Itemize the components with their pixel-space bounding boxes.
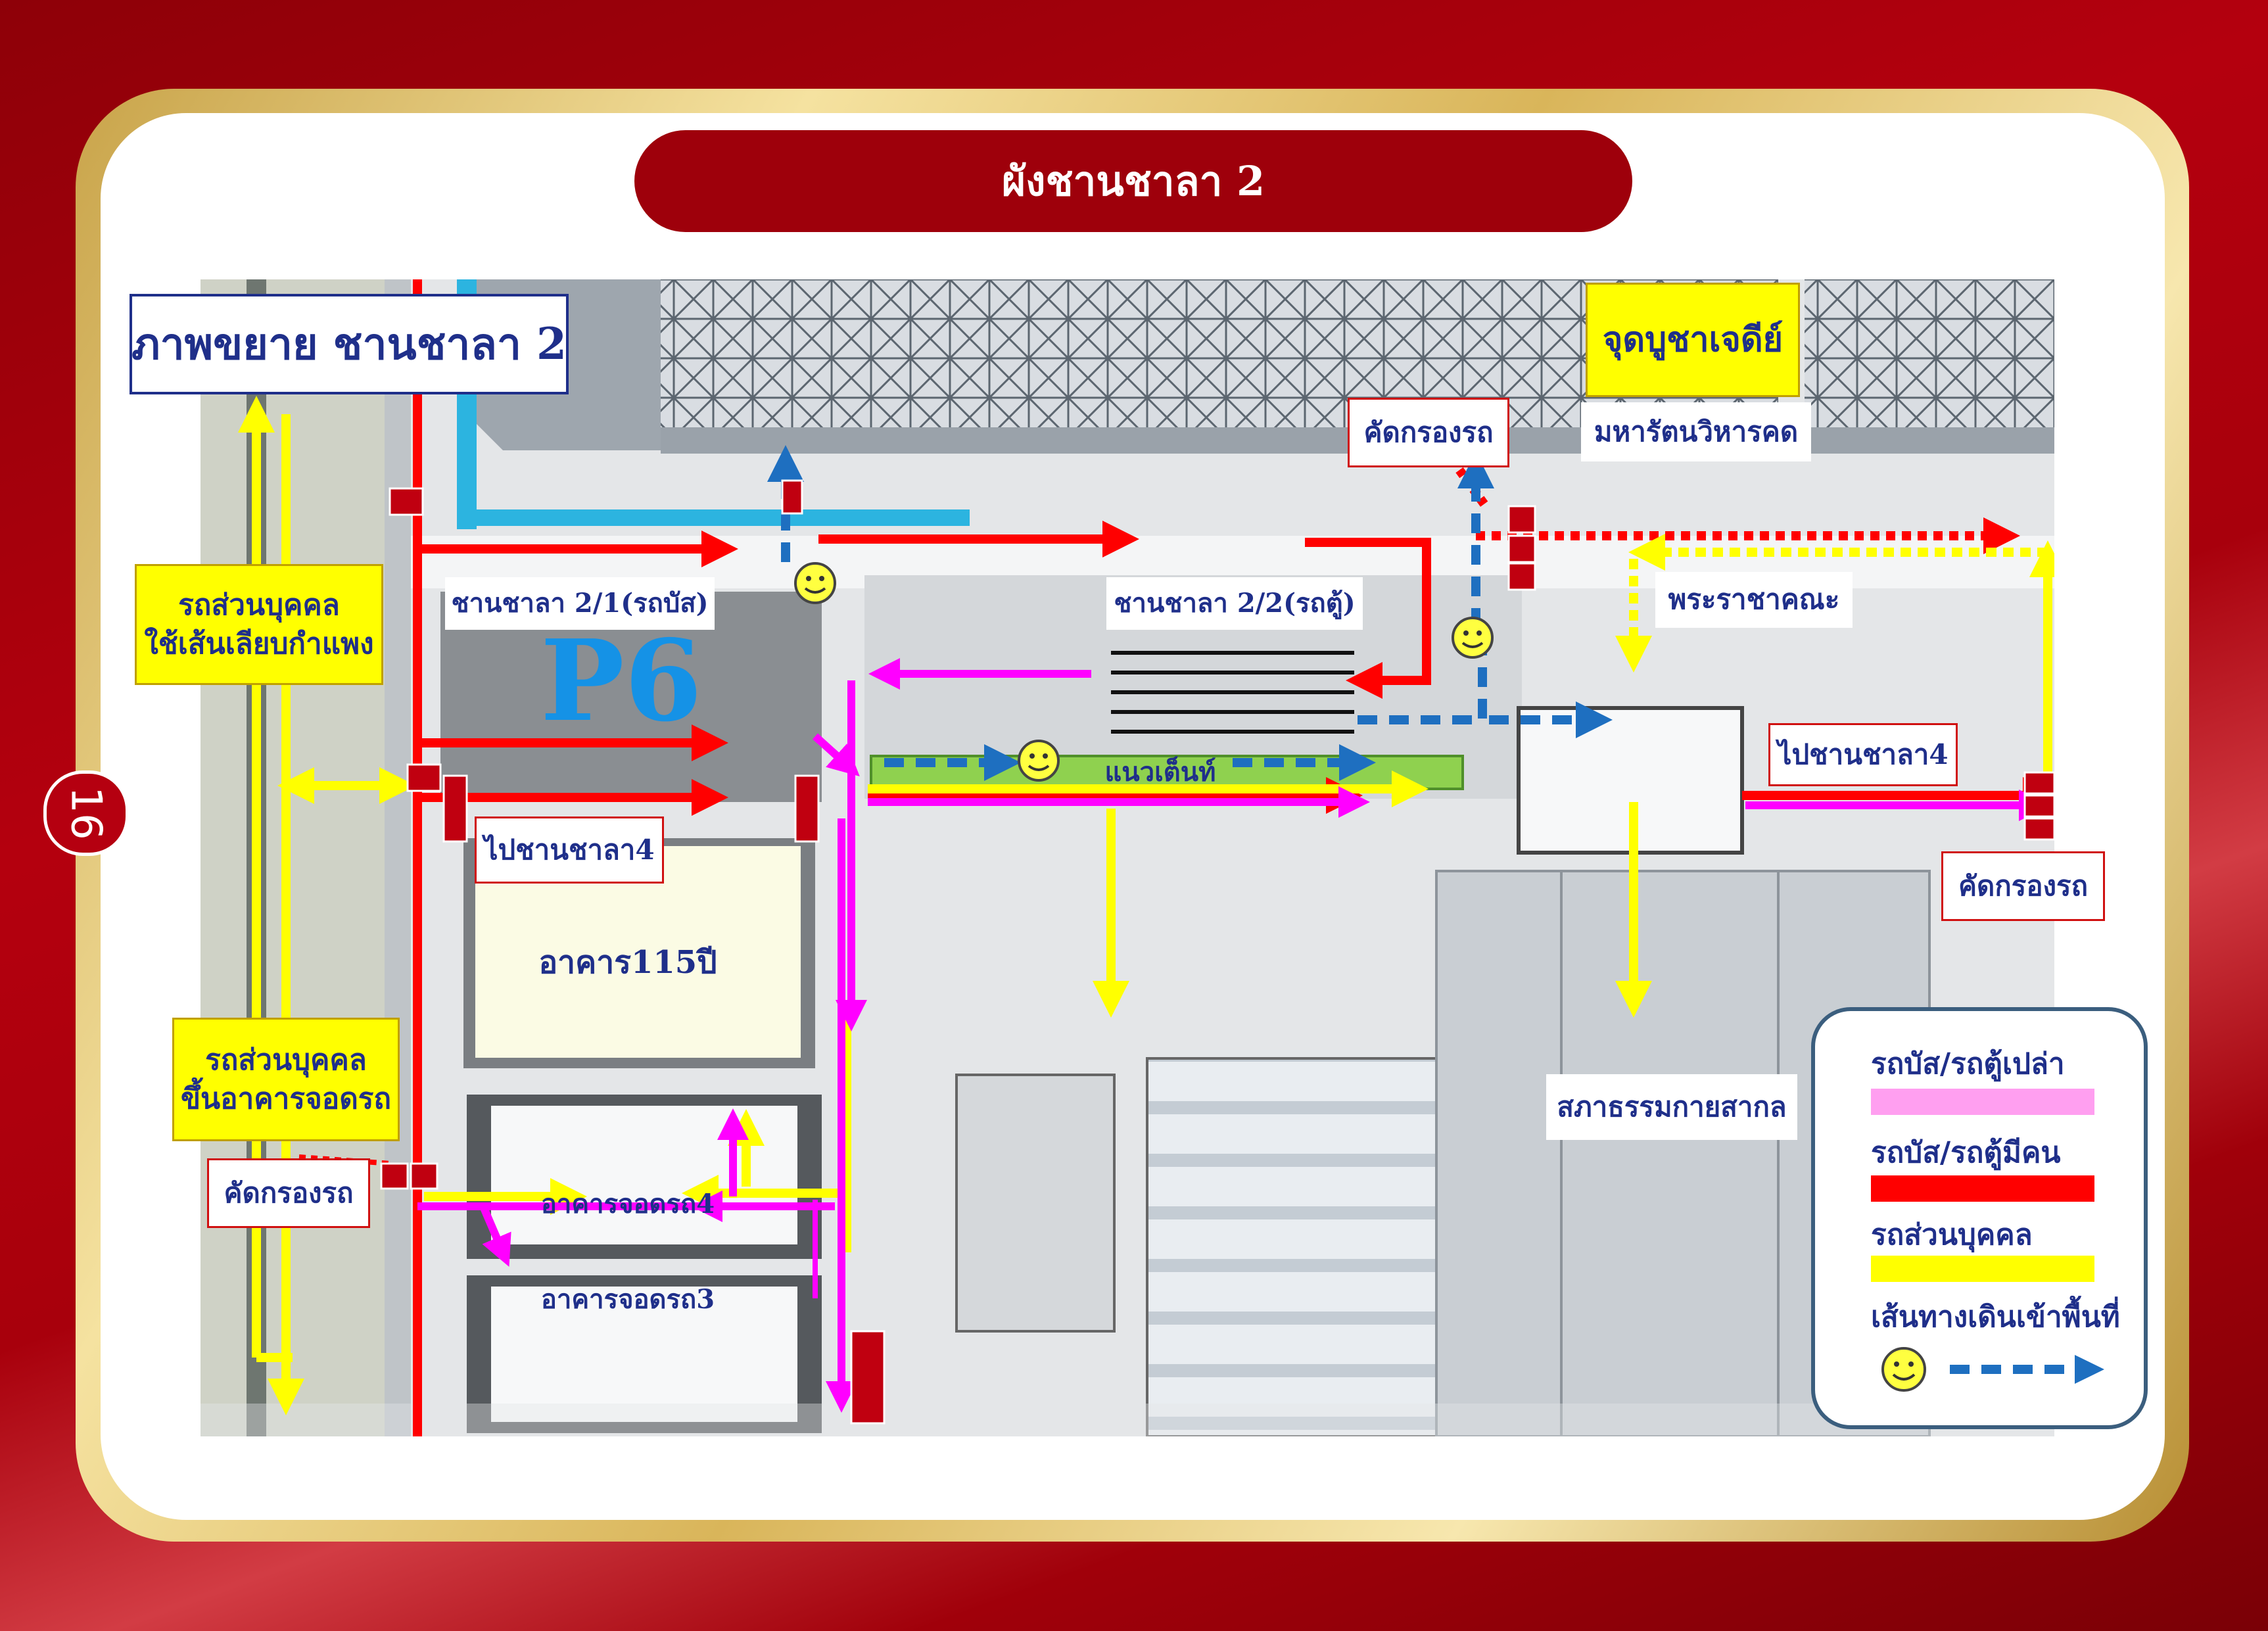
gate-2	[406, 763, 442, 792]
private-car-wall-label: รถส่วนบุคคล ใช้เส้นเลียบกำแพง	[135, 564, 383, 685]
private-car-park-label: รถส่วนบุคคล ขึ้นอาคารจอดรถ	[172, 1018, 400, 1141]
road-edge	[385, 279, 411, 1436]
gate-5	[1507, 505, 1536, 534]
route-red-11	[298, 1154, 392, 1166]
page-number-badge: 16	[43, 770, 129, 856]
legend-swatch-occupied-bus	[1871, 1175, 2094, 1202]
building-lower	[1146, 1057, 1438, 1436]
smiley-icon-3	[1018, 740, 1060, 782]
screening-top-label: คัดกรองรถ	[1348, 398, 1509, 467]
legend-swatch-empty-bus	[1871, 1089, 2094, 1115]
route-red-4	[1305, 538, 1431, 699]
gate-10	[2023, 817, 2054, 841]
tent-line-label: แนวเต็นท์	[1105, 755, 1216, 788]
gate-11	[380, 1162, 409, 1190]
occupied-bus-routes	[298, 279, 2054, 1436]
route-mag-10	[479, 1204, 511, 1267]
parking-4-label: อาคารจอดรถ4	[541, 1189, 715, 1219]
dhamma-hall-label: สภาธรรมกายสากล	[1546, 1074, 1797, 1140]
page-title: ผังชานชาลา 2	[634, 130, 1632, 232]
private-car-park-line1: รถส่วนบุคคล	[205, 1043, 367, 1077]
gate-8	[2023, 771, 2054, 795]
page-number: 16	[62, 786, 110, 840]
parking-3-label: อาคารจอดรถ3	[541, 1284, 715, 1315]
water-channel-h	[457, 509, 970, 526]
legend-walkway-symbol	[1881, 1347, 2104, 1392]
smiley-icon-1	[794, 562, 836, 604]
route-red-10	[1455, 467, 1490, 509]
building-small	[955, 1074, 1116, 1333]
route-blu-3	[1358, 648, 1487, 724]
gate-1	[389, 487, 424, 516]
gate-4	[794, 774, 820, 843]
parking-4	[488, 1103, 800, 1247]
platform-2-2-label: ชานชาลา 2/2(รถตู้)	[1106, 577, 1363, 630]
gate-6	[1507, 534, 1536, 563]
smiley-icon-2	[1452, 617, 1494, 659]
bottom-fade	[201, 1404, 2054, 1436]
wall-road	[201, 279, 398, 1436]
legend-label-occupied-bus: รถบัส/รถตู้มีคน	[1871, 1136, 2061, 1170]
walkway-arrowhead	[2075, 1355, 2104, 1384]
legend-label-empty-bus: รถบัส/รถตู้เปล่า	[1871, 1047, 2065, 1081]
legend: รถบัส/รถตู้เปล่า รถบัส/รถตู้มีคน รถส่วนบ…	[1811, 1007, 2148, 1429]
gate-14	[781, 479, 803, 515]
parking-3	[488, 1284, 800, 1425]
legend-label-walkway: เส้นทางเดินเข้าพื้นที่	[1871, 1300, 2120, 1334]
smiley-icon	[1881, 1347, 1926, 1392]
magenta-routes	[417, 658, 2050, 1413]
route-mag-3	[812, 733, 860, 777]
p6-label: P6	[540, 615, 702, 747]
screening-gates	[380, 479, 2054, 1425]
chedi-worship-label: จุดบูชาเจดีย์	[1586, 283, 1800, 397]
zoom-title: ภาพขยาย ชานชาลา 2	[130, 294, 569, 394]
gate-12	[410, 1162, 438, 1190]
to-platform4-right-label: ไปชานชาลา4	[1768, 723, 1958, 786]
legend-label-private-car: รถส่วนบุคคล	[1871, 1218, 2033, 1252]
platform-2-2-bays	[1111, 651, 1354, 734]
building-115-label: อาคาร115ปี	[538, 944, 717, 981]
private-car-wall-line2: ใช้เส้นเลียบกำแพง	[144, 627, 374, 661]
roof-right	[1805, 279, 2054, 427]
gate-3	[442, 774, 468, 843]
maharat-hall-label: มหารัตนวิหารคด	[1581, 402, 1811, 461]
screening-right-label: คัดกรองรถ	[1941, 851, 2105, 921]
legend-swatch-private-car	[1871, 1256, 2094, 1282]
gate-13	[850, 1330, 886, 1425]
clergy-label: พระราชาคณะ	[1655, 572, 1853, 628]
gate-9	[2023, 794, 2054, 818]
gate-7	[1507, 562, 1536, 591]
private-car-wall-line1: รถส่วนบุคคล	[178, 588, 340, 622]
platform-2-1-label: ชานชาลา 2/1(รถบัส)	[445, 577, 715, 630]
private-car-park-line2: ขึ้นอาคารจอดรถ	[180, 1082, 392, 1116]
to-platform4-left-label: ไปชานชาลา4	[475, 816, 664, 884]
screening-left-label: คัดกรองรถ	[207, 1158, 370, 1228]
